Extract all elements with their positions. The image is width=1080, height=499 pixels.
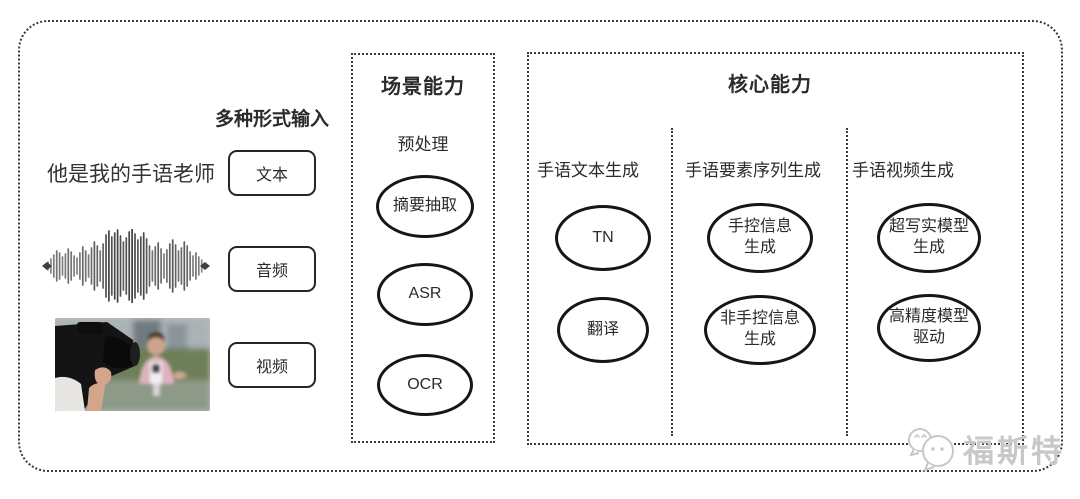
node-asr: ASR <box>377 263 473 326</box>
scene-capability-title: 场景能力 <box>381 76 465 98</box>
input-type-audio-label: 音频 <box>255 263 288 280</box>
node-hyperreal-line2: 生成 <box>912 239 945 256</box>
node-summary-extraction: 摘要抽取 <box>376 175 474 238</box>
node-manual-info-line1: 手控信息 <box>727 218 792 236</box>
watermark: 福斯特 <box>905 424 1065 472</box>
core-column-sequence-label: 手语要素序列生成 <box>685 161 821 180</box>
input-type-text-box: 文本 <box>228 150 316 196</box>
video-thumbnail <box>55 318 210 411</box>
node-asr-label: ASR <box>408 285 442 303</box>
node-manual-info-generation: 手控信息 生成 <box>707 203 813 273</box>
watermark-text: 福斯特 <box>963 433 1065 469</box>
node-translate-label: 翻译 <box>586 320 619 338</box>
node-hyperreal-line1: 超写实模型 <box>888 218 969 236</box>
core-column-divider-2 <box>846 128 848 436</box>
core-capability-title: 核心能力 <box>728 74 812 96</box>
node-translate: 翻译 <box>557 297 649 363</box>
node-hyperreal-model-generation: 超写实模型 生成 <box>877 203 981 273</box>
outer-frame <box>18 20 1063 472</box>
node-high-precision-line2: 驱动 <box>912 329 945 346</box>
audio-waveform-icon <box>42 229 210 303</box>
node-manual-info-line2: 生成 <box>743 239 776 256</box>
preprocess-label: 预处理 <box>397 135 449 154</box>
core-column-video-label: 手语视频生成 <box>852 161 954 180</box>
node-non-manual-info-line1: 非手控信息 <box>719 310 800 328</box>
input-heading: 多种形式输入 <box>215 109 330 130</box>
node-ocr: OCR <box>377 354 473 416</box>
sample-sentence: 他是我的手语老师 <box>47 163 215 186</box>
node-ocr-label: OCR <box>407 375 443 393</box>
core-column-text-label: 手语文本生成 <box>537 161 639 180</box>
input-type-text-label: 文本 <box>255 167 288 184</box>
watermark-logo-icon <box>908 428 954 472</box>
node-tn: TN <box>555 205 651 271</box>
core-column-divider-1 <box>671 128 673 436</box>
input-type-video-box: 视频 <box>228 342 316 388</box>
node-non-manual-info-line2: 生成 <box>743 331 776 348</box>
node-summary-extraction-label: 摘要抽取 <box>392 197 457 215</box>
input-type-video-label: 视频 <box>255 359 288 376</box>
node-tn-label: TN <box>592 228 614 246</box>
node-high-precision-line1: 高精度模型 <box>888 308 969 326</box>
node-non-manual-info-generation: 非手控信息 生成 <box>704 295 816 365</box>
node-high-precision-model-drive: 高精度模型 驱动 <box>877 294 981 362</box>
input-type-audio-box: 音频 <box>228 246 316 292</box>
